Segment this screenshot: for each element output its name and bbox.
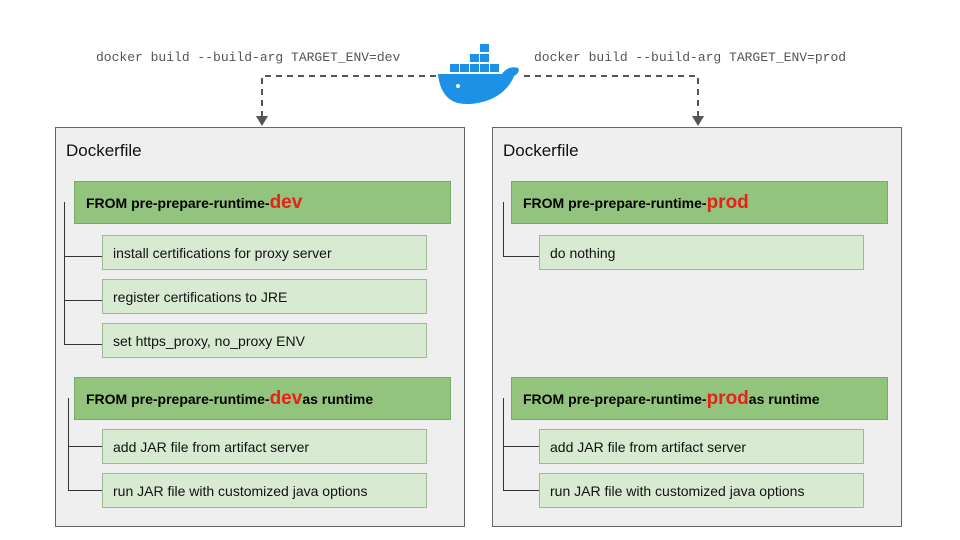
stage-from-prod: FROM pre-prepare-runtime-prod bbox=[511, 181, 888, 224]
docker-whale-icon bbox=[438, 44, 519, 104]
stage-suffix: as runtime bbox=[302, 390, 374, 407]
arrowhead-dev bbox=[256, 116, 268, 126]
stage-from-dev: FROM pre-prepare-runtime-dev bbox=[74, 181, 451, 224]
arrow-to-prod bbox=[524, 75, 699, 118]
stage-prefix: FROM pre-prepare-runtime- bbox=[523, 194, 707, 211]
stage-from-dev-runtime: FROM pre-prepare-runtime-dev as runtime bbox=[74, 377, 451, 420]
step-item: install certifications for proxy server bbox=[102, 235, 427, 270]
step-item: run JAR file with customized java option… bbox=[539, 473, 864, 508]
arrowhead-prod bbox=[692, 116, 704, 126]
dockerfile-panel-dev: Dockerfile FROM pre-prepare-runtime-dev … bbox=[55, 127, 465, 527]
dockerfile-panel-prod: Dockerfile FROM pre-prepare-runtime-prod… bbox=[492, 127, 902, 527]
stage-from-prod-runtime: FROM pre-prepare-runtime-prod as runtime bbox=[511, 377, 888, 420]
step-item: add JAR file from artifact server bbox=[539, 429, 864, 464]
connector bbox=[64, 202, 103, 345]
connector bbox=[503, 398, 540, 491]
connector bbox=[68, 398, 103, 491]
build-command-dev: docker build --build-arg TARGET_ENV=dev bbox=[96, 50, 401, 65]
panel-title: Dockerfile bbox=[66, 141, 142, 160]
step-item: register certifications to JRE bbox=[102, 279, 427, 314]
stage-suffix: as runtime bbox=[748, 390, 820, 407]
stage-prefix: FROM pre-prepare-runtime- bbox=[523, 390, 707, 407]
build-command-prod: docker build --build-arg TARGET_ENV=prod bbox=[534, 50, 847, 65]
step-item: run JAR file with customized java option… bbox=[102, 473, 427, 508]
arrow-to-dev bbox=[261, 75, 436, 118]
step-item: add JAR file from artifact server bbox=[102, 429, 427, 464]
env-label: dev bbox=[269, 387, 303, 409]
step-item: set https_proxy, no_proxy ENV bbox=[102, 323, 427, 358]
env-label: prod bbox=[706, 387, 749, 409]
panel-title: Dockerfile bbox=[503, 141, 579, 160]
stage-prefix: FROM pre-prepare-runtime- bbox=[86, 390, 270, 407]
connector bbox=[503, 202, 540, 257]
step-item: do nothing bbox=[539, 235, 864, 270]
env-label: prod bbox=[706, 191, 749, 213]
stage-prefix: FROM pre-prepare-runtime- bbox=[86, 194, 270, 211]
env-label: dev bbox=[269, 191, 303, 213]
